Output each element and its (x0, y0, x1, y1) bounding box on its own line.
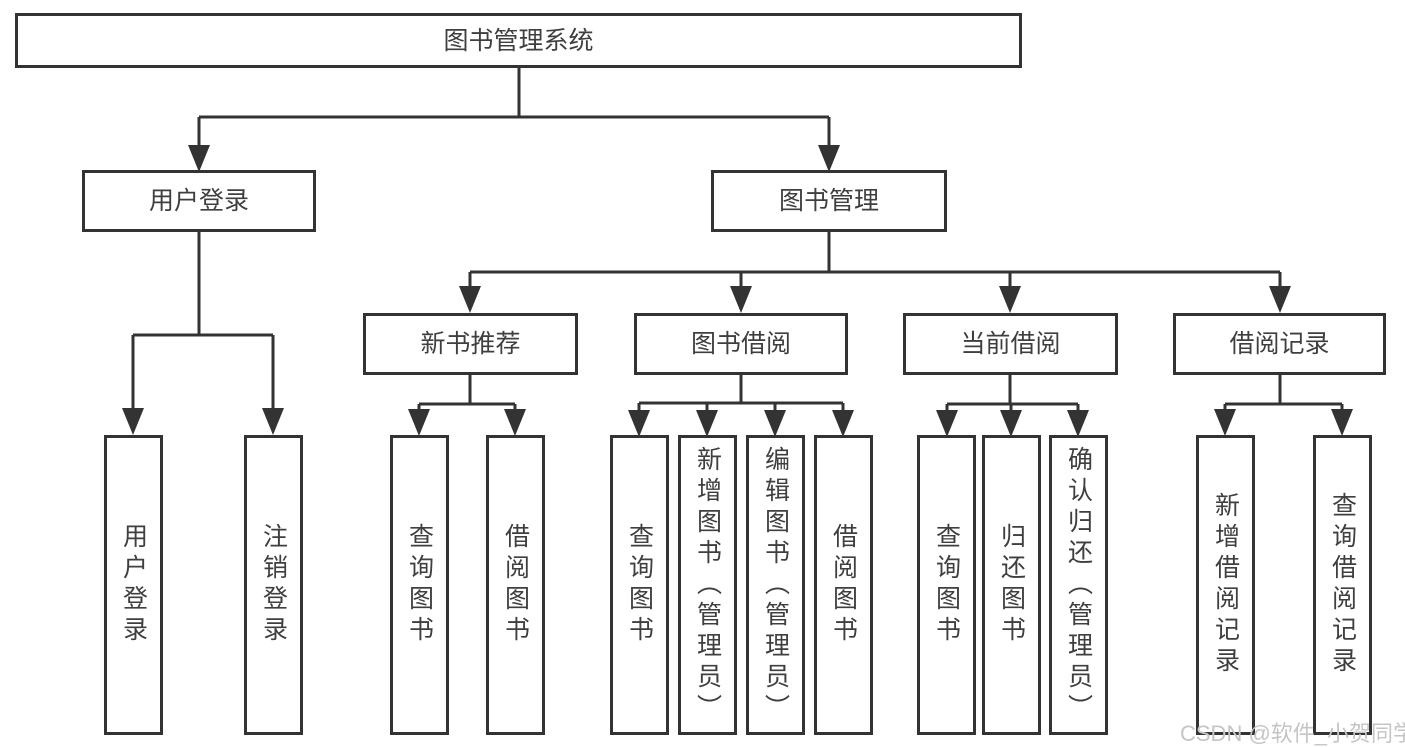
leaf-label: 确认归还（管理员） (1064, 445, 1093, 725)
leaf-label: 新增借阅记录 (1211, 492, 1240, 678)
leaf-label: 归还图书 (997, 523, 1026, 647)
node-label: 借阅记录 (1229, 330, 1330, 358)
leaf-add-book-admin: 新增图书（管理员） (678, 435, 737, 735)
leaf-edit-book-admin: 编辑图书（管理员） (746, 435, 805, 735)
leaf-logout: 注销登录 (244, 435, 303, 735)
node-library-system: 图书管理系统 (15, 13, 1022, 68)
leaf-label: 查询图书 (932, 523, 961, 647)
leaf-user-login: 用户登录 (104, 435, 163, 735)
leaf-label: 新增图书（管理员） (693, 445, 722, 725)
leaf-borrow-books-recommend: 借阅图书 (486, 435, 545, 735)
leaf-borrow-books: 借阅图书 (814, 435, 873, 735)
leaf-label: 查询图书 (405, 523, 434, 647)
leaf-label: 查询图书 (625, 523, 654, 647)
node-borrow-records: 借阅记录 (1173, 313, 1386, 375)
csdn-watermark: CSDN @软件_小贺同学 (1180, 721, 1405, 746)
leaf-label: 注销登录 (259, 523, 288, 647)
node-label: 用户登录 (148, 187, 249, 215)
node-label: 当前借阅 (960, 330, 1061, 358)
node-book-borrow: 图书借阅 (634, 313, 848, 375)
leaf-add-borrow-record: 新增借阅记录 (1196, 435, 1255, 735)
leaf-return-book: 归还图书 (982, 435, 1041, 735)
node-new-book-recommend: 新书推荐 (363, 313, 578, 375)
leaf-confirm-return-admin: 确认归还（管理员） (1049, 435, 1108, 735)
node-current-borrow: 当前借阅 (903, 313, 1118, 375)
leaf-query-books-recommend: 查询图书 (390, 435, 449, 735)
node-user-login: 用户登录 (82, 170, 316, 232)
leaf-label: 借阅图书 (829, 523, 858, 647)
node-book-management: 图书管理 (711, 170, 947, 232)
leaf-label: 查询借阅记录 (1328, 492, 1357, 678)
leaf-query-books-current: 查询图书 (917, 435, 976, 735)
node-label: 图书借阅 (690, 330, 791, 358)
leaf-label: 编辑图书（管理员） (761, 445, 790, 725)
leaf-label: 借阅图书 (501, 523, 530, 647)
leaf-query-borrow-record: 查询借阅记录 (1313, 435, 1372, 735)
leaf-label: 用户登录 (119, 523, 148, 647)
node-label: 新书推荐 (420, 330, 521, 358)
leaf-query-books-borrow: 查询图书 (610, 435, 669, 735)
node-label: 图书管理 (778, 187, 879, 215)
node-label: 图书管理系统 (443, 26, 594, 55)
